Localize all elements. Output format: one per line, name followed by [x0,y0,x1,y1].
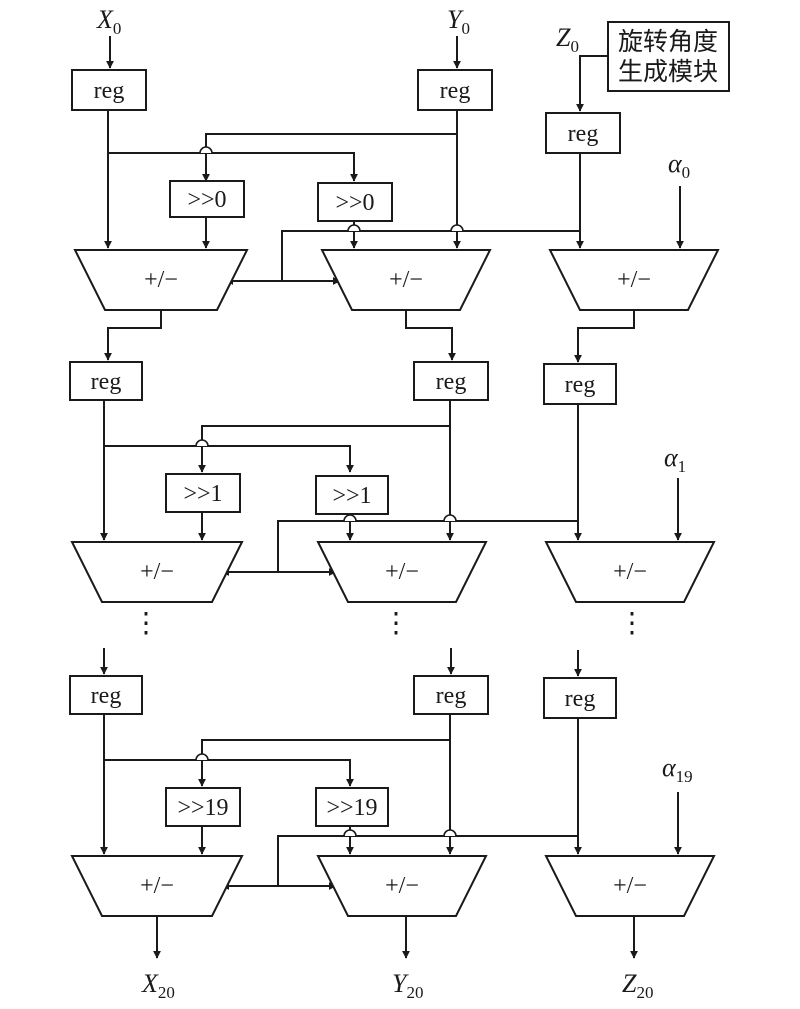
adder-x-stage0 [73,249,249,311]
adder-y-stage0-label: +/− [389,267,423,293]
input-y0-label: Y0 [447,5,470,38]
reg-x-stage1 [69,361,143,401]
wire-hop [343,514,357,522]
wire-hop [443,829,457,837]
alpha-stage19-label: α19 [662,753,693,786]
shift-y-stage19 [315,787,389,827]
reg-y-stage0-label: reg [440,78,471,104]
adder-y-stage1-label: +/− [385,559,419,585]
reg-z-stage1-label: reg [565,372,596,398]
x-to-y-shift-wire-stage19 [104,759,354,787]
y-out-stage0 [405,310,456,361]
ellipsis-y: ⋮ [382,608,410,639]
adder-x-stage19 [70,855,244,917]
adder-z-stage19 [544,855,716,917]
reg-x-stage19 [69,675,143,715]
z-out-stage0 [574,310,635,363]
shift-y-stage0-label: >>0 [335,190,374,216]
adder-y-stage19 [316,855,488,917]
y-to-x-shift-wire-stage19 [198,714,451,787]
ellipsis-x: ⋮ [132,608,160,639]
adder-y-stage0 [320,249,492,311]
angle-to-zreg-arrow [576,55,608,112]
shift-x-stage0 [169,180,245,218]
wire-hop [199,146,213,154]
reg-z-stage19-label: reg [565,686,596,712]
reg-x-stage19-label: reg [91,683,122,709]
rotation-angle-module-line1: 旋转角度 [618,27,718,56]
reg-z-stage0-label: reg [568,121,599,147]
wire-hop [195,753,209,761]
adder-x-stage1-label: +/− [140,559,174,585]
shift-y-stage19-label: >>19 [326,795,377,821]
shift-x-stage1-label: >>1 [183,481,222,507]
reg-y-stage1 [413,361,489,401]
reg-y-stage0 [417,69,493,111]
reg-x-stage1-label: reg [91,369,122,395]
reg-x-stage0-label: reg [94,78,125,104]
adder-z-stage19-label: +/− [613,873,647,899]
output-z20-label: Z20 [622,969,653,1002]
sign-control-wire-stage1 [277,520,578,572]
ellipsis-z: ⋮ [618,608,646,639]
alpha-stage1-label: α1 [664,443,686,476]
sign-control-wire-stage0 [281,230,580,281]
adder-y-stage19-label: +/− [385,873,419,899]
input-x0-label: X0 [96,5,121,38]
shift-x-stage0-label: >>0 [187,187,226,213]
y-to-x-shift-wire-stage1 [198,400,451,473]
reg-y-stage1-label: reg [436,369,467,395]
shift-x-stage19-label: >>19 [177,795,228,821]
alpha-stage0-label: α0 [668,149,690,182]
wire-hop [343,829,357,837]
output-y20-label: Y20 [392,969,423,1002]
wire-hop [347,224,361,232]
y-to-x-shift-wire-stage0 [202,110,458,182]
shift-x-stage19 [165,787,241,827]
sign-control-wire-stage19 [277,835,578,886]
reg-y-stage19 [413,675,489,715]
adder-x-stage0-label: +/− [144,267,178,293]
x-to-y-shift-wire-stage0 [108,152,358,182]
x-out-stage0 [104,310,162,361]
adder-y-stage1 [316,541,488,603]
shift-y-stage1-label: >>1 [332,483,371,509]
reg-z-stage1 [543,363,617,405]
output-x20-label: X20 [141,969,175,1002]
wire-hop [443,514,457,522]
wire-hop [195,439,209,447]
adder-z-stage1 [544,541,716,603]
shift-y-stage1 [315,475,389,515]
wire-hop [450,224,464,232]
x-to-y-shift-wire-stage1 [104,445,354,473]
adder-x-stage1 [70,541,244,603]
adder-z-stage1-label: +/− [613,559,647,585]
reg-z-stage19 [543,677,617,719]
shift-y-stage0 [317,182,393,222]
stage-1: reg reg reg >>1 >>1 α1 +/− +/− +/− [69,361,716,603]
adder-z-stage0-label: +/− [617,267,651,293]
reg-y-stage19-label: reg [436,683,467,709]
reg-x-stage0 [71,69,147,111]
reg-z-stage0 [545,112,621,154]
adder-z-stage0 [548,249,720,311]
stage-0: reg reg reg >>0 >>0 α0 +/− +/− [71,69,720,363]
rotation-angle-module-line2: 生成模块 [618,57,718,86]
stage-19: reg reg reg >>19 >>19 α19 +/− +/− +/− [69,648,716,959]
input-z0-label: Z0 [556,23,579,56]
adder-x-stage19-label: +/− [140,873,174,899]
